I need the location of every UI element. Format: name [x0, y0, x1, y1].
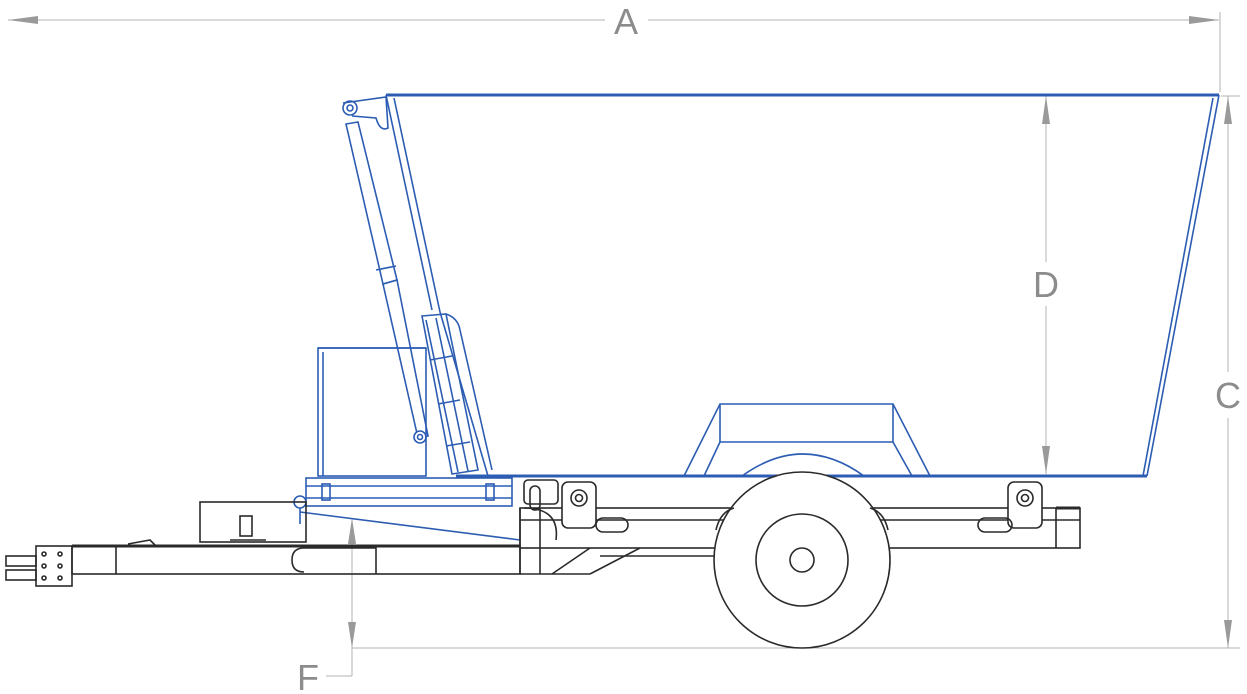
dimension-c: C — [1215, 95, 1241, 648]
side-conveyor — [293, 347, 521, 541]
discharge-door — [421, 313, 493, 475]
dimension-d: D — [1033, 96, 1059, 474]
dimension-f-label: F — [297, 657, 319, 694]
rear-load-cell — [977, 481, 1043, 533]
dimension-a: A — [8, 1, 1221, 92]
dimension-a-label: A — [614, 1, 638, 42]
chassis-frame — [5, 501, 1081, 587]
dimension-c-label: C — [1215, 375, 1241, 416]
wheel — [713, 471, 891, 649]
front-side-plate — [523, 479, 559, 541]
dimension-d-label: D — [1033, 264, 1059, 305]
hopper-body — [385, 93, 1220, 478]
auger-housing — [682, 403, 932, 477]
front-load-cell — [561, 481, 629, 533]
hydraulic-cylinder — [342, 96, 429, 444]
